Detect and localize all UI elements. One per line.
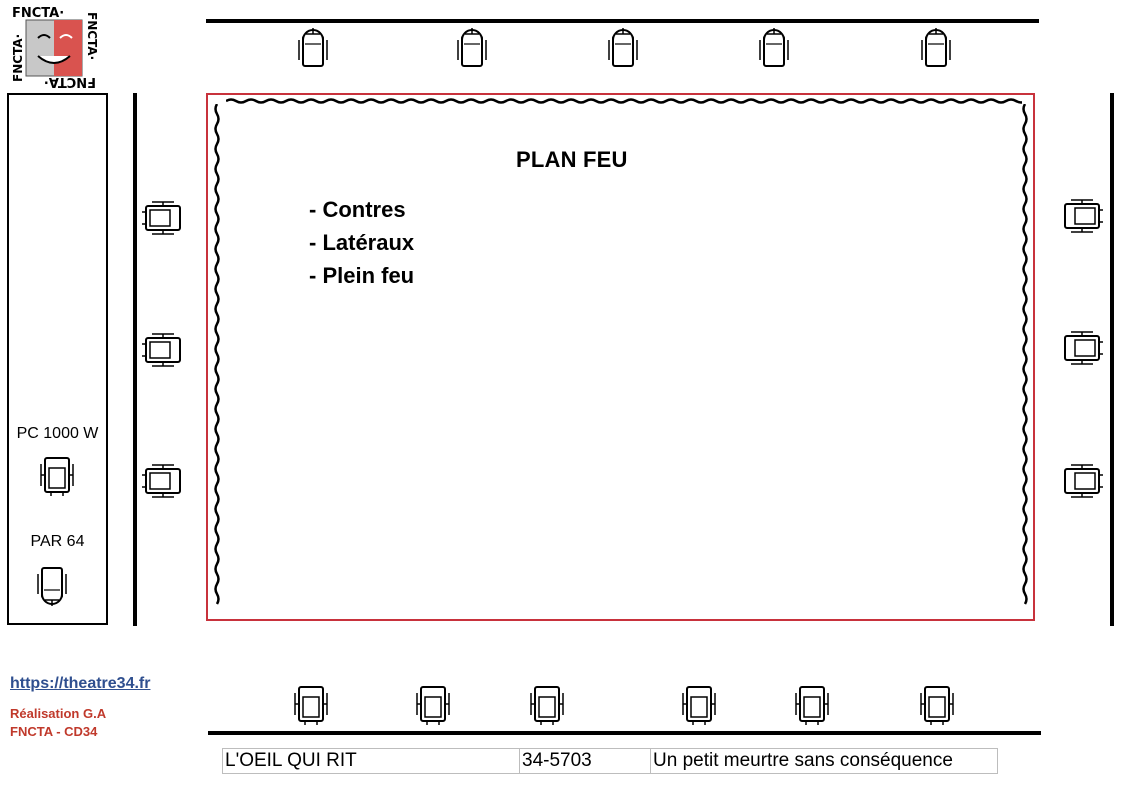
legend-par-label: PAR 64	[30, 533, 85, 550]
footer-code: 34-5703	[519, 748, 651, 774]
logo-text-bottom: FNCTA·	[44, 74, 96, 89]
pc-lamp-right-1	[1061, 194, 1105, 238]
bottom-light-bar	[208, 731, 1041, 735]
pc-lamp-left-3	[140, 459, 184, 503]
footer-troupe: L'OEIL QUI RIT	[222, 748, 520, 774]
par-lamp-icon	[608, 27, 638, 67]
pc-lamp-left-1	[140, 196, 184, 240]
pc-lamp-icon	[141, 333, 181, 367]
legend-pc-label: PC 1000 W	[16, 425, 99, 442]
par-lamp-icon	[759, 27, 789, 67]
pc-lamp-bottom-6	[915, 683, 959, 727]
footer-row: L'OEIL QUI RIT 34-5703 Un petit meurtre …	[222, 748, 998, 774]
pc-lamp-bottom-1	[289, 683, 333, 727]
pc-lamp-icon	[682, 686, 716, 726]
legend-box	[7, 93, 108, 625]
par-lamp-top-5	[914, 26, 958, 70]
stage-outline	[206, 93, 1035, 621]
logo-text-left: FNCTA·	[11, 34, 25, 82]
legend-pc-lamp	[35, 454, 79, 498]
credit-org: FNCTA - CD34	[10, 724, 98, 739]
par-lamp-top-3	[601, 26, 645, 70]
pc-lamp-icon	[416, 686, 450, 726]
pc-lamp-bottom-2	[411, 683, 455, 727]
pc-lamp-icon	[920, 686, 954, 726]
right-light-bar	[1110, 93, 1114, 626]
par-lamp-icon	[298, 27, 328, 67]
pc-lamp-bottom-4	[677, 683, 721, 727]
curtain-left	[214, 104, 220, 605]
pc-lamp-icon	[530, 686, 564, 726]
par-lamp-icon	[37, 567, 67, 607]
pc-lamp-icon	[141, 201, 181, 235]
footer-table: L'OEIL QUI RIT 34-5703 Un petit meurtre …	[222, 748, 998, 774]
top-light-bar	[206, 19, 1039, 23]
pc-lamp-bottom-3	[525, 683, 569, 727]
par-lamp-top-1	[291, 26, 335, 70]
left-light-bar	[133, 93, 137, 626]
legend-par-lamp	[30, 564, 74, 608]
website-link[interactable]: https://theatre34.fr	[10, 675, 151, 692]
pc-lamp-icon	[795, 686, 829, 726]
list-item-plein-feu: - Plein feu	[309, 263, 415, 288]
pc-lamp-icon	[1064, 199, 1104, 233]
par-lamp-icon	[457, 27, 487, 67]
logo-text-top: FNCTA·	[12, 6, 64, 21]
pc-lamp-right-2	[1061, 326, 1105, 370]
par-lamp-icon	[921, 27, 951, 67]
logo-text-right: FNCTA·	[85, 12, 99, 60]
pc-lamp-icon	[40, 457, 74, 497]
curtain-top	[226, 98, 1022, 104]
plan-title: PLAN FEU	[516, 147, 628, 172]
list-item-contres: - Contres	[309, 197, 406, 222]
pc-lamp-icon	[1064, 464, 1104, 498]
pc-lamp-icon	[294, 686, 328, 726]
pc-lamp-icon	[141, 464, 181, 498]
par-lamp-top-4	[752, 26, 796, 70]
pc-lamp-icon	[1064, 331, 1104, 365]
footer-play: Un petit meurtre sans conséquence	[650, 748, 998, 774]
pc-lamp-bottom-5	[790, 683, 834, 727]
pc-lamp-right-3	[1061, 459, 1105, 503]
credit-author: Réalisation G.A	[10, 706, 107, 721]
fncta-logo: FNCTA· FNCTA· FNCTA· FNCTA·	[8, 4, 100, 90]
list-item-lateraux: - Latéraux	[309, 230, 415, 255]
pc-lamp-left-2	[140, 328, 184, 372]
curtain-right	[1022, 104, 1028, 605]
par-lamp-top-2	[450, 26, 494, 70]
